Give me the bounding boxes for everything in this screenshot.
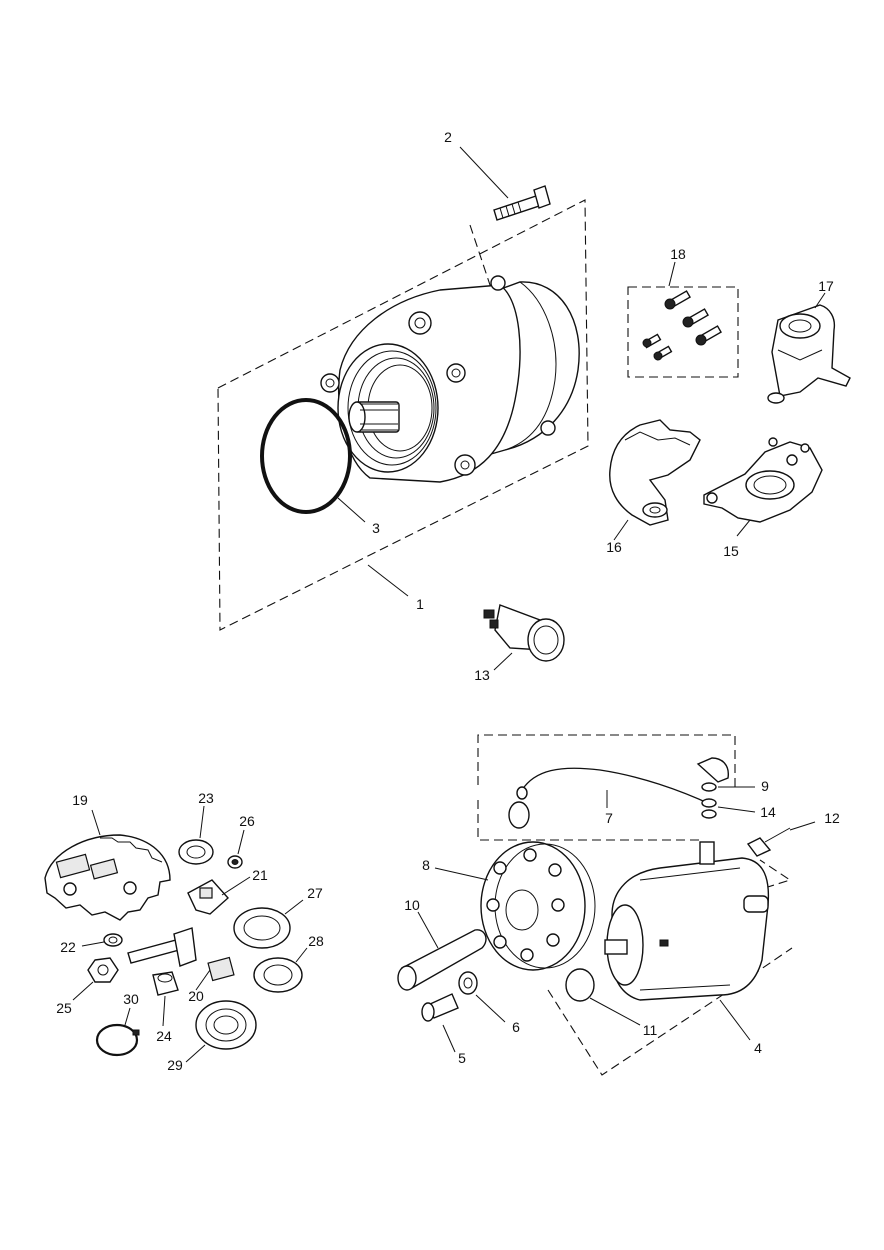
callout-5: 5: [458, 1050, 466, 1066]
callout-10: 10: [404, 897, 420, 913]
callout-19: 19: [72, 792, 88, 808]
callout-24: 24: [156, 1028, 172, 1044]
brush-holder-kit: [44, 805, 308, 1063]
stator-plate: [703, 437, 823, 537]
callout-1: 1: [416, 596, 424, 612]
callout-15: 15: [723, 543, 739, 559]
callout-29: 29: [167, 1057, 183, 1073]
callout-11: 11: [643, 1022, 658, 1038]
solenoid: [483, 604, 565, 671]
callout-14: 14: [760, 804, 776, 820]
callout-22: 22: [60, 939, 76, 955]
callout-7: 7: [605, 810, 613, 826]
rectifier-plate: [609, 419, 701, 541]
callout-6: 6: [512, 1019, 520, 1035]
callout-26: 26: [239, 813, 255, 829]
callout-2: 2: [444, 129, 452, 145]
callout-30: 30: [123, 991, 139, 1007]
o-ring-icon: [260, 398, 352, 514]
callout-4: 4: [754, 1040, 762, 1056]
callout-20: 20: [188, 988, 204, 1004]
starter-motor-assembly: [397, 734, 816, 1076]
callout-27: 27: [307, 885, 323, 901]
screw-set: [627, 261, 739, 378]
callout-17: 17: [818, 278, 834, 294]
callout-8: 8: [422, 857, 430, 873]
bolt-icon: [493, 185, 551, 221]
callout-21: 21: [252, 867, 268, 883]
alternator-assembly: [217, 146, 589, 631]
bolt-icon: [746, 827, 791, 857]
callout-18: 18: [670, 246, 686, 262]
callout-25: 25: [56, 1000, 72, 1016]
callout-16: 16: [606, 539, 622, 555]
callout-9: 9: [761, 778, 769, 794]
callout-23: 23: [198, 790, 214, 806]
callout-labels: 1 2 3 4 5 6 7 8 9 10 11 12 13 14 15 16 1…: [56, 129, 840, 1073]
callout-13: 13: [474, 667, 490, 683]
regulator-housing: [767, 292, 851, 404]
callout-28: 28: [308, 933, 324, 949]
callout-3: 3: [372, 520, 380, 536]
callout-12: 12: [824, 810, 840, 826]
